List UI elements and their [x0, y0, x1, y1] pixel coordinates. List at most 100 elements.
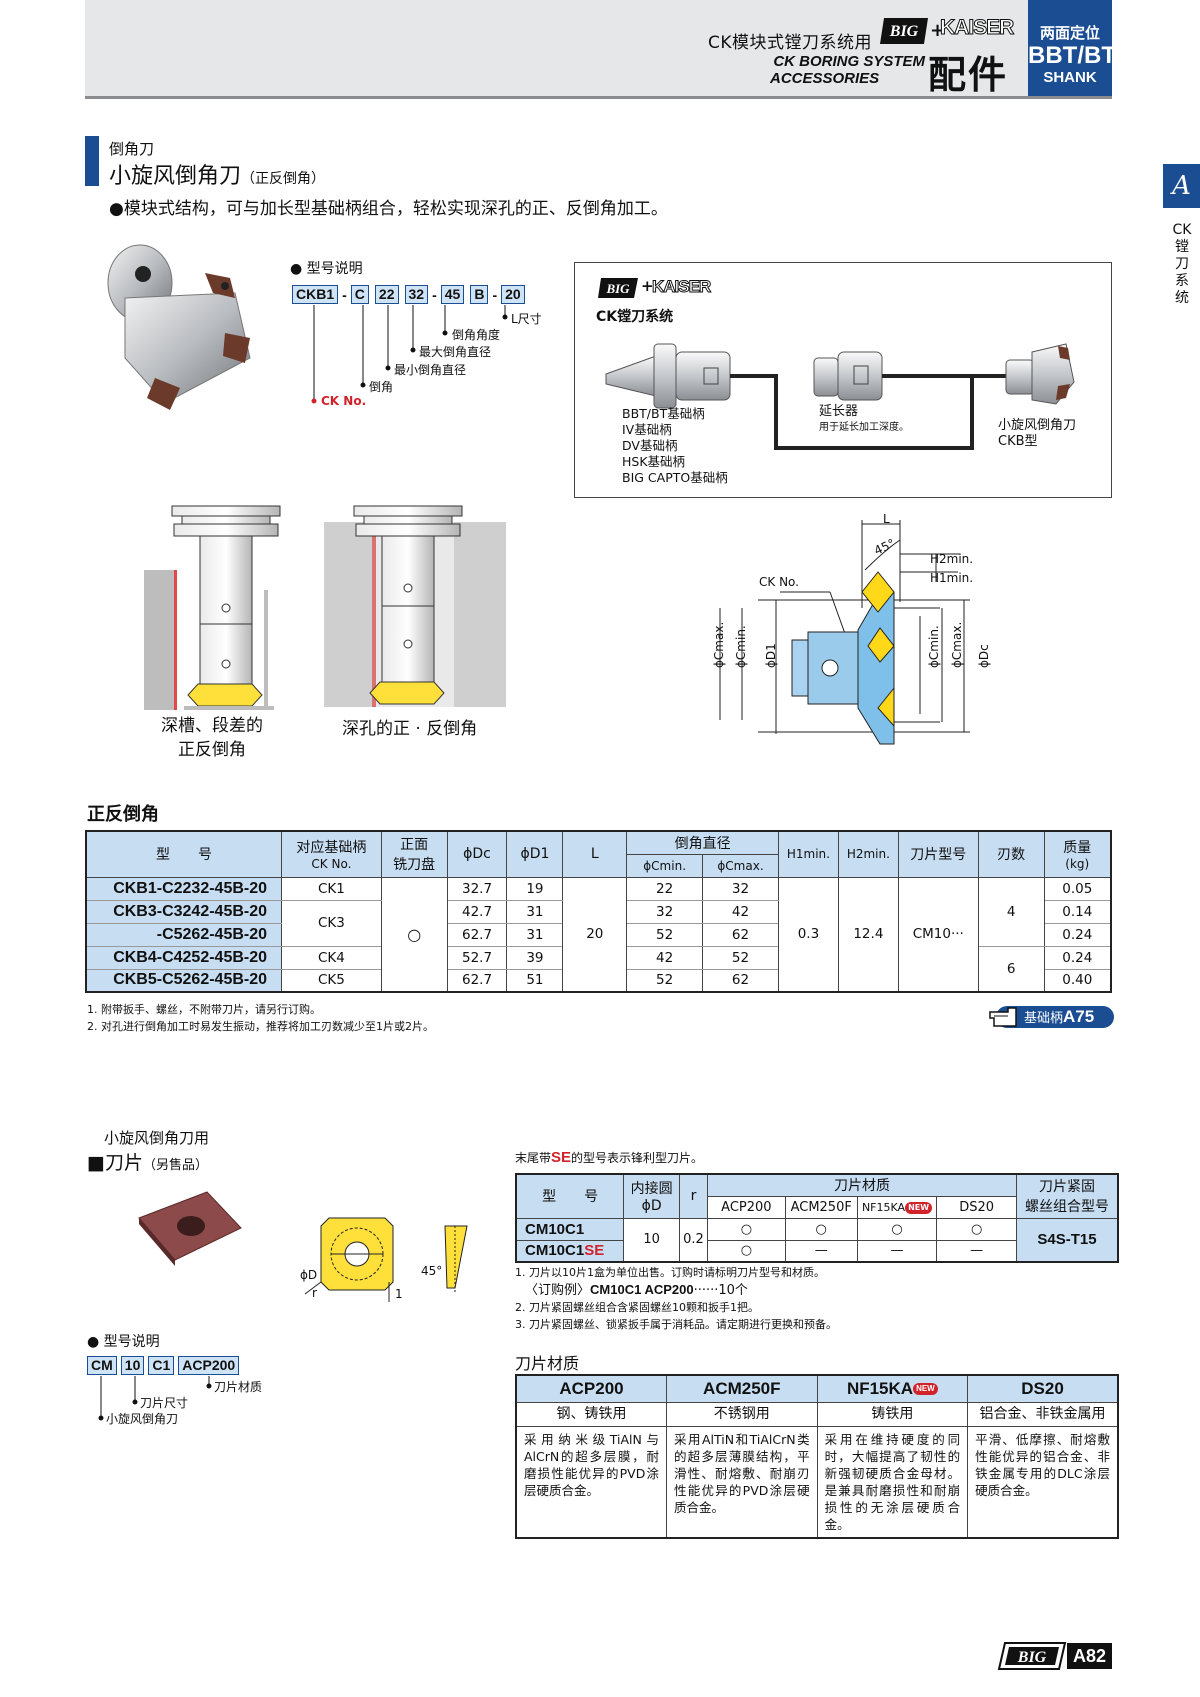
th-model: 型 号: [85, 830, 283, 878]
t2-th-mat: ACP200: [706, 1195, 786, 1219]
model-legend-leaders: [311, 305, 508, 404]
side-text: CK镗刀系统: [1172, 222, 1192, 306]
section-title: 小旋风倒角刀（正反倒角）: [109, 158, 325, 190]
table1-title: 正反倒角: [87, 804, 159, 825]
dim-ck: CK No.: [759, 575, 799, 589]
insert-code-part: ACP200: [178, 1356, 240, 1375]
header-rule: [85, 96, 1112, 99]
cell-teeth: 4: [977, 876, 1045, 947]
insert-legend-material: 刀片材质: [214, 1380, 263, 1394]
cell-dc: 42.7: [446, 899, 508, 924]
application-left: 深槽、段差的 正反倒角: [157, 714, 267, 762]
t2-cell-mark: ○: [784, 1217, 858, 1241]
dim-left-cmax: ϕCmax.: [712, 621, 726, 668]
legend-label-angle: 倒角角度: [452, 328, 501, 342]
table3-title: 刀片材质: [515, 1354, 580, 1373]
cell-dc: 62.7: [446, 922, 508, 947]
cell-d1: 19: [506, 876, 564, 901]
table2-note: 末尾带SE的型号表示锋利型刀片。: [515, 1149, 703, 1166]
code-part: C: [350, 285, 369, 304]
th-l: L: [562, 830, 628, 878]
table2-note2: 2. 刀片紧固螺丝组合含紧固螺丝10颗和扳手1把。: [515, 1301, 759, 1314]
th-mass: 质量(kg): [1043, 830, 1112, 878]
table2-note3: 3. 刀片紧固螺丝、锁紧扳手属于消耗品。请定期进行更换和预备。: [515, 1318, 837, 1331]
table2-note-se: SE: [551, 1149, 572, 1166]
t2-model-se: SE: [584, 1242, 605, 1260]
t3-usage: 铝合金、非铁金属用: [967, 1401, 1119, 1427]
ref-link-a75[interactable]: 基础柄A75: [996, 1006, 1114, 1028]
t2-th-screw-2: 螺丝组合型号: [1024, 1199, 1109, 1216]
kaiser-logo: KAISER: [939, 16, 1014, 40]
plus-sign: +: [930, 20, 946, 41]
table2-note-prefix: 末尾带: [515, 1151, 552, 1165]
insert-dim-r: r: [312, 1286, 317, 1300]
insert-code-part: C1: [148, 1356, 175, 1375]
insert-title: ■刀片（另售品）: [87, 1148, 208, 1175]
base-item: BBT/BT基础柄: [622, 406, 705, 421]
dim-h1: H1min.: [930, 571, 974, 585]
cell-cmax: 52: [702, 945, 779, 970]
table2-note-suffix: 的型号表示锋利型刀片。: [571, 1151, 704, 1165]
base-item: IV基础柄: [622, 422, 672, 437]
table-row: CKB3-C3242-45B-20 CK3 42.7 31 32 42 0.14: [85, 899, 1112, 947]
t3-usage: 铸铁用: [816, 1401, 969, 1427]
cell-dc: 32.7: [446, 876, 508, 901]
header-en-line2: ACCESSORIES: [770, 70, 880, 87]
insert-title-suffix: （另售品）: [142, 1158, 208, 1173]
insert-code-part: 10: [120, 1356, 145, 1375]
insert-legend-heading: ● 型号说明: [87, 1334, 160, 1350]
accessories-cn: 配件: [928, 53, 1009, 97]
cell-cmin: 42: [626, 945, 704, 970]
insert-code: CM 10 C1 ACP200: [87, 1356, 240, 1375]
code-part: 20: [501, 285, 525, 304]
page-number: A82: [1067, 1643, 1113, 1669]
section-subtitle: 倒角刀: [109, 140, 155, 158]
system-diagram: [605, 343, 1075, 450]
base-item: HSK基础柄: [622, 454, 686, 469]
application-left-line1: 深槽、段差的: [161, 716, 263, 736]
model-code: CKB1- C 22 32- 45 B- 20: [292, 285, 525, 304]
table1-note: 2. 对孔进行倒角加工时易发生振动，推荐将加工刃数减少至1片或2片。: [87, 1020, 434, 1033]
order-example-prefix: 〈订购例〉: [525, 1283, 591, 1298]
dim-left-d1: ϕD1: [764, 643, 778, 668]
table-row: CKB4-C4252-45B-20 CK4 52.7 39 42 52 6 0.…: [85, 945, 1112, 993]
cell-ck: CK3: [281, 899, 382, 947]
th-face-1: 正面: [400, 837, 429, 854]
cell-l: 20: [562, 876, 628, 993]
cell-h1: 0.3: [777, 876, 839, 993]
header-en-lines: CK BORING SYSTEM ACCESSORIES: [745, 53, 925, 87]
table-row: CM10C1 10 0.2 ○ ○ ○ ○ S4S-T15: [515, 1217, 1119, 1263]
th-ck-main: 对应基础柄: [296, 840, 367, 857]
cell-cmax: 42: [702, 899, 779, 924]
t3-usage: 钢、铸铁用: [515, 1401, 667, 1427]
t2-th-mat-text: NF15KA: [861, 1200, 906, 1214]
cell-model: CKB1-C2232-45B-20: [85, 876, 283, 901]
application-left-line2: 正反倒角: [178, 740, 246, 760]
legend-label-ck: CK No.: [321, 394, 367, 408]
th-dc: ϕDc: [446, 830, 508, 878]
insert-subtitle: 小旋风倒角刀用: [104, 1129, 210, 1147]
dim-right-cmin: ϕCmin.: [927, 625, 941, 668]
system-title: CK镗刀系统: [596, 309, 674, 325]
big-logo-icon: BIG: [880, 18, 928, 44]
th-face-2: 铣刀盘: [393, 857, 436, 874]
t2-th-r: r: [679, 1173, 708, 1219]
system-big-logo-icon: BIG: [598, 278, 638, 298]
table1-notes: 1. 附带扳手、螺丝，不附带刀片，请另行订购。 2. 对孔进行倒角加工时易发生振…: [87, 1001, 434, 1035]
th-face: 正面铣刀盘: [380, 830, 448, 878]
t3-desc: 采用在维持硬度的同时，大幅提高了韧性的新强韧硬质合金母材。是兼具耐磨损性和耐崩损…: [816, 1425, 969, 1538]
t2-cell-mark: —: [856, 1239, 938, 1263]
side-tab[interactable]: A: [1163, 164, 1200, 208]
code-part: 22: [374, 285, 399, 304]
code-part: CKB1: [292, 285, 339, 304]
system-tool-type: CKB型: [998, 434, 1038, 449]
t3-desc: 平滑、低摩擦、耐熔敷性能优异的铝合金、非铁金属专用的DLC涂层硬质合金。: [967, 1425, 1119, 1538]
legend-label-min: 最小倒角直径: [394, 363, 467, 377]
section-marker: [85, 136, 99, 186]
t2-cell-mark: ○: [706, 1217, 786, 1241]
code-part: 45: [440, 285, 465, 304]
section-title-text: 小旋风倒角刀: [109, 164, 242, 189]
base-item: DV基础柄: [622, 438, 678, 453]
